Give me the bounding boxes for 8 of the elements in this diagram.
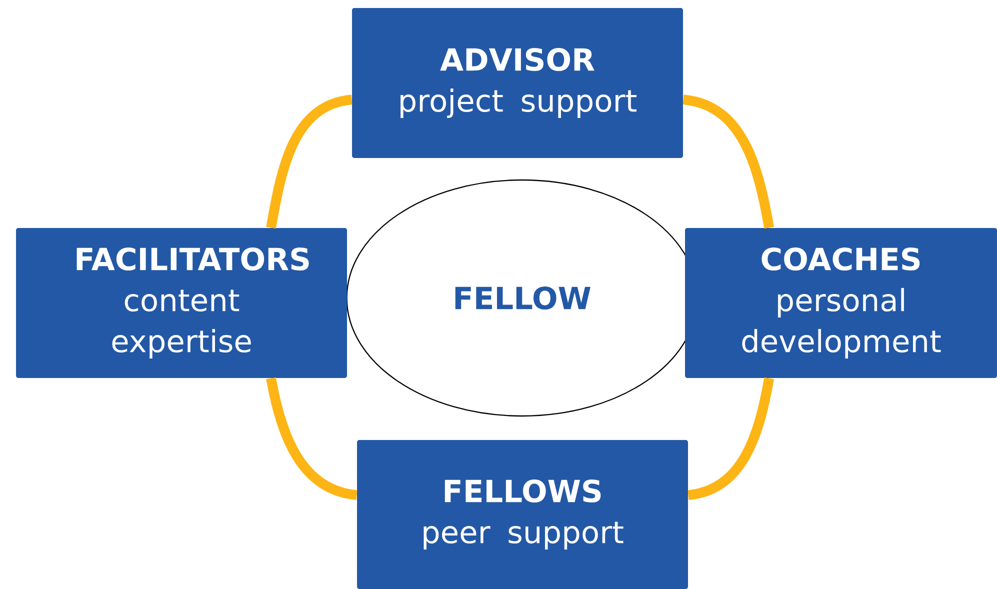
role-box: COACHES personal development bbox=[685, 228, 997, 378]
role-box: ADVISOR project support bbox=[352, 8, 683, 158]
ring-arc bbox=[687, 377, 774, 500]
ring-arc bbox=[682, 94, 774, 229]
role-box: FACILITATORS content expertise bbox=[16, 228, 347, 378]
ring-arc bbox=[266, 377, 358, 500]
role-box: FELLOWS peer support bbox=[357, 440, 688, 589]
ring-arc bbox=[266, 94, 353, 229]
